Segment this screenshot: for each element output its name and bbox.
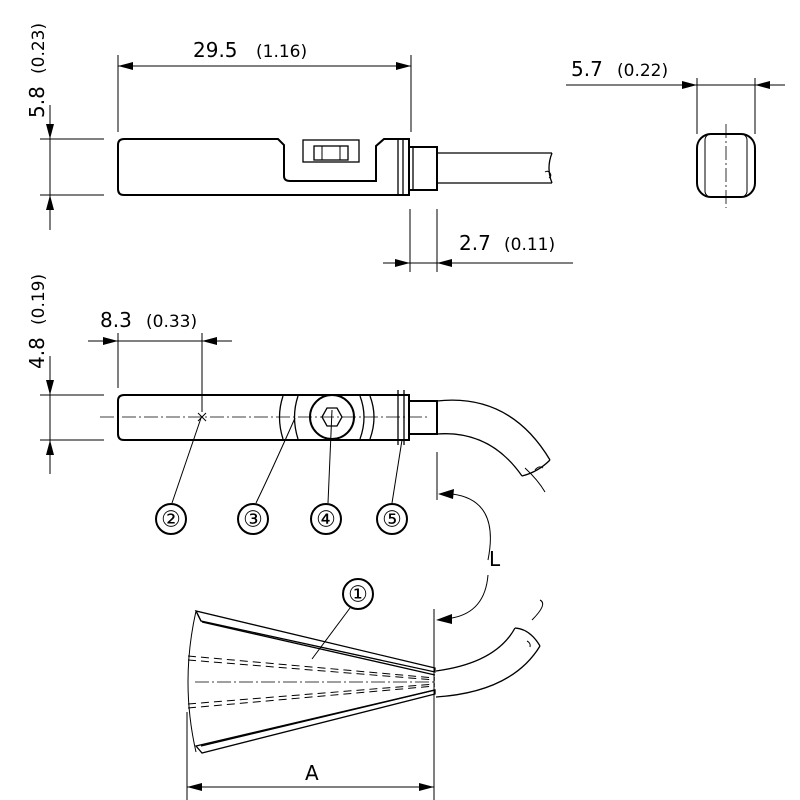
length-mm-label: 29.5 [193,38,238,62]
height-in-label: (0.23) [29,23,49,74]
top-sensor-body [117,138,410,196]
width-in-label: (0.22) [617,61,668,81]
bend-length-dimension: L [436,452,501,624]
side-view [100,390,551,493]
bottom-height-in-label: (0.19) [29,274,49,325]
height-dimension: 5.8 (0.23) [25,23,104,230]
bottom-height-dimension: 4.8 (0.19) [25,274,104,474]
sensor-offset-dimension: 8.3 (0.33) [88,308,232,412]
callout-leaders [171,409,403,504]
top-view [117,138,553,196]
callout-3: ③ [237,503,269,535]
top-clamp-block [302,139,360,163]
bottom-height-mm-label: 4.8 [25,337,49,369]
sensing-point-marker [197,412,207,422]
side-cable-sleeve [408,400,438,435]
length-in-label: (1.16) [256,42,307,62]
callout-5: ⑤ [376,503,408,535]
svg-text:⑤: ⑤ [382,508,402,533]
width-mm-label: 5.7 [571,57,603,81]
length-dimension: 29.5 (1.16) [117,38,412,132]
spread-dimension: A [186,609,435,800]
callout-4: ④ [310,503,342,535]
svg-text:②: ② [161,508,181,533]
side-sensor-body [117,394,410,441]
sleeve-in-label: (0.11) [504,235,555,255]
svg-text:①: ① [348,583,368,608]
spread-label: A [305,761,319,785]
end-view-body [696,133,756,198]
svg-text:④: ④ [316,508,336,533]
callout-1: ① [342,578,374,610]
callout-2: ② [155,503,187,535]
height-mm-label: 5.8 [25,86,49,118]
spread-bent-cable [435,627,516,672]
side-bent-cable [436,399,551,461]
sleeve-mm-label: 2.7 [459,231,491,255]
sleeve-dimension: 2.7 (0.11) [383,209,573,272]
svg-text:③: ③ [243,508,263,533]
fan-upper-wedge [194,610,436,673]
sensor-offset-in-label: (0.33) [146,312,197,332]
top-cable-sleeve [408,146,438,191]
top-clamp-screw [313,145,349,161]
cable-spread-view [187,599,544,754]
fan-lower-wedge [194,689,436,754]
end-view: 5.7 (0.22) [566,57,785,208]
bend-length-label: L [489,547,501,571]
sensor-offset-mm-label: 8.3 [100,308,132,332]
clamp-screw [309,394,355,440]
